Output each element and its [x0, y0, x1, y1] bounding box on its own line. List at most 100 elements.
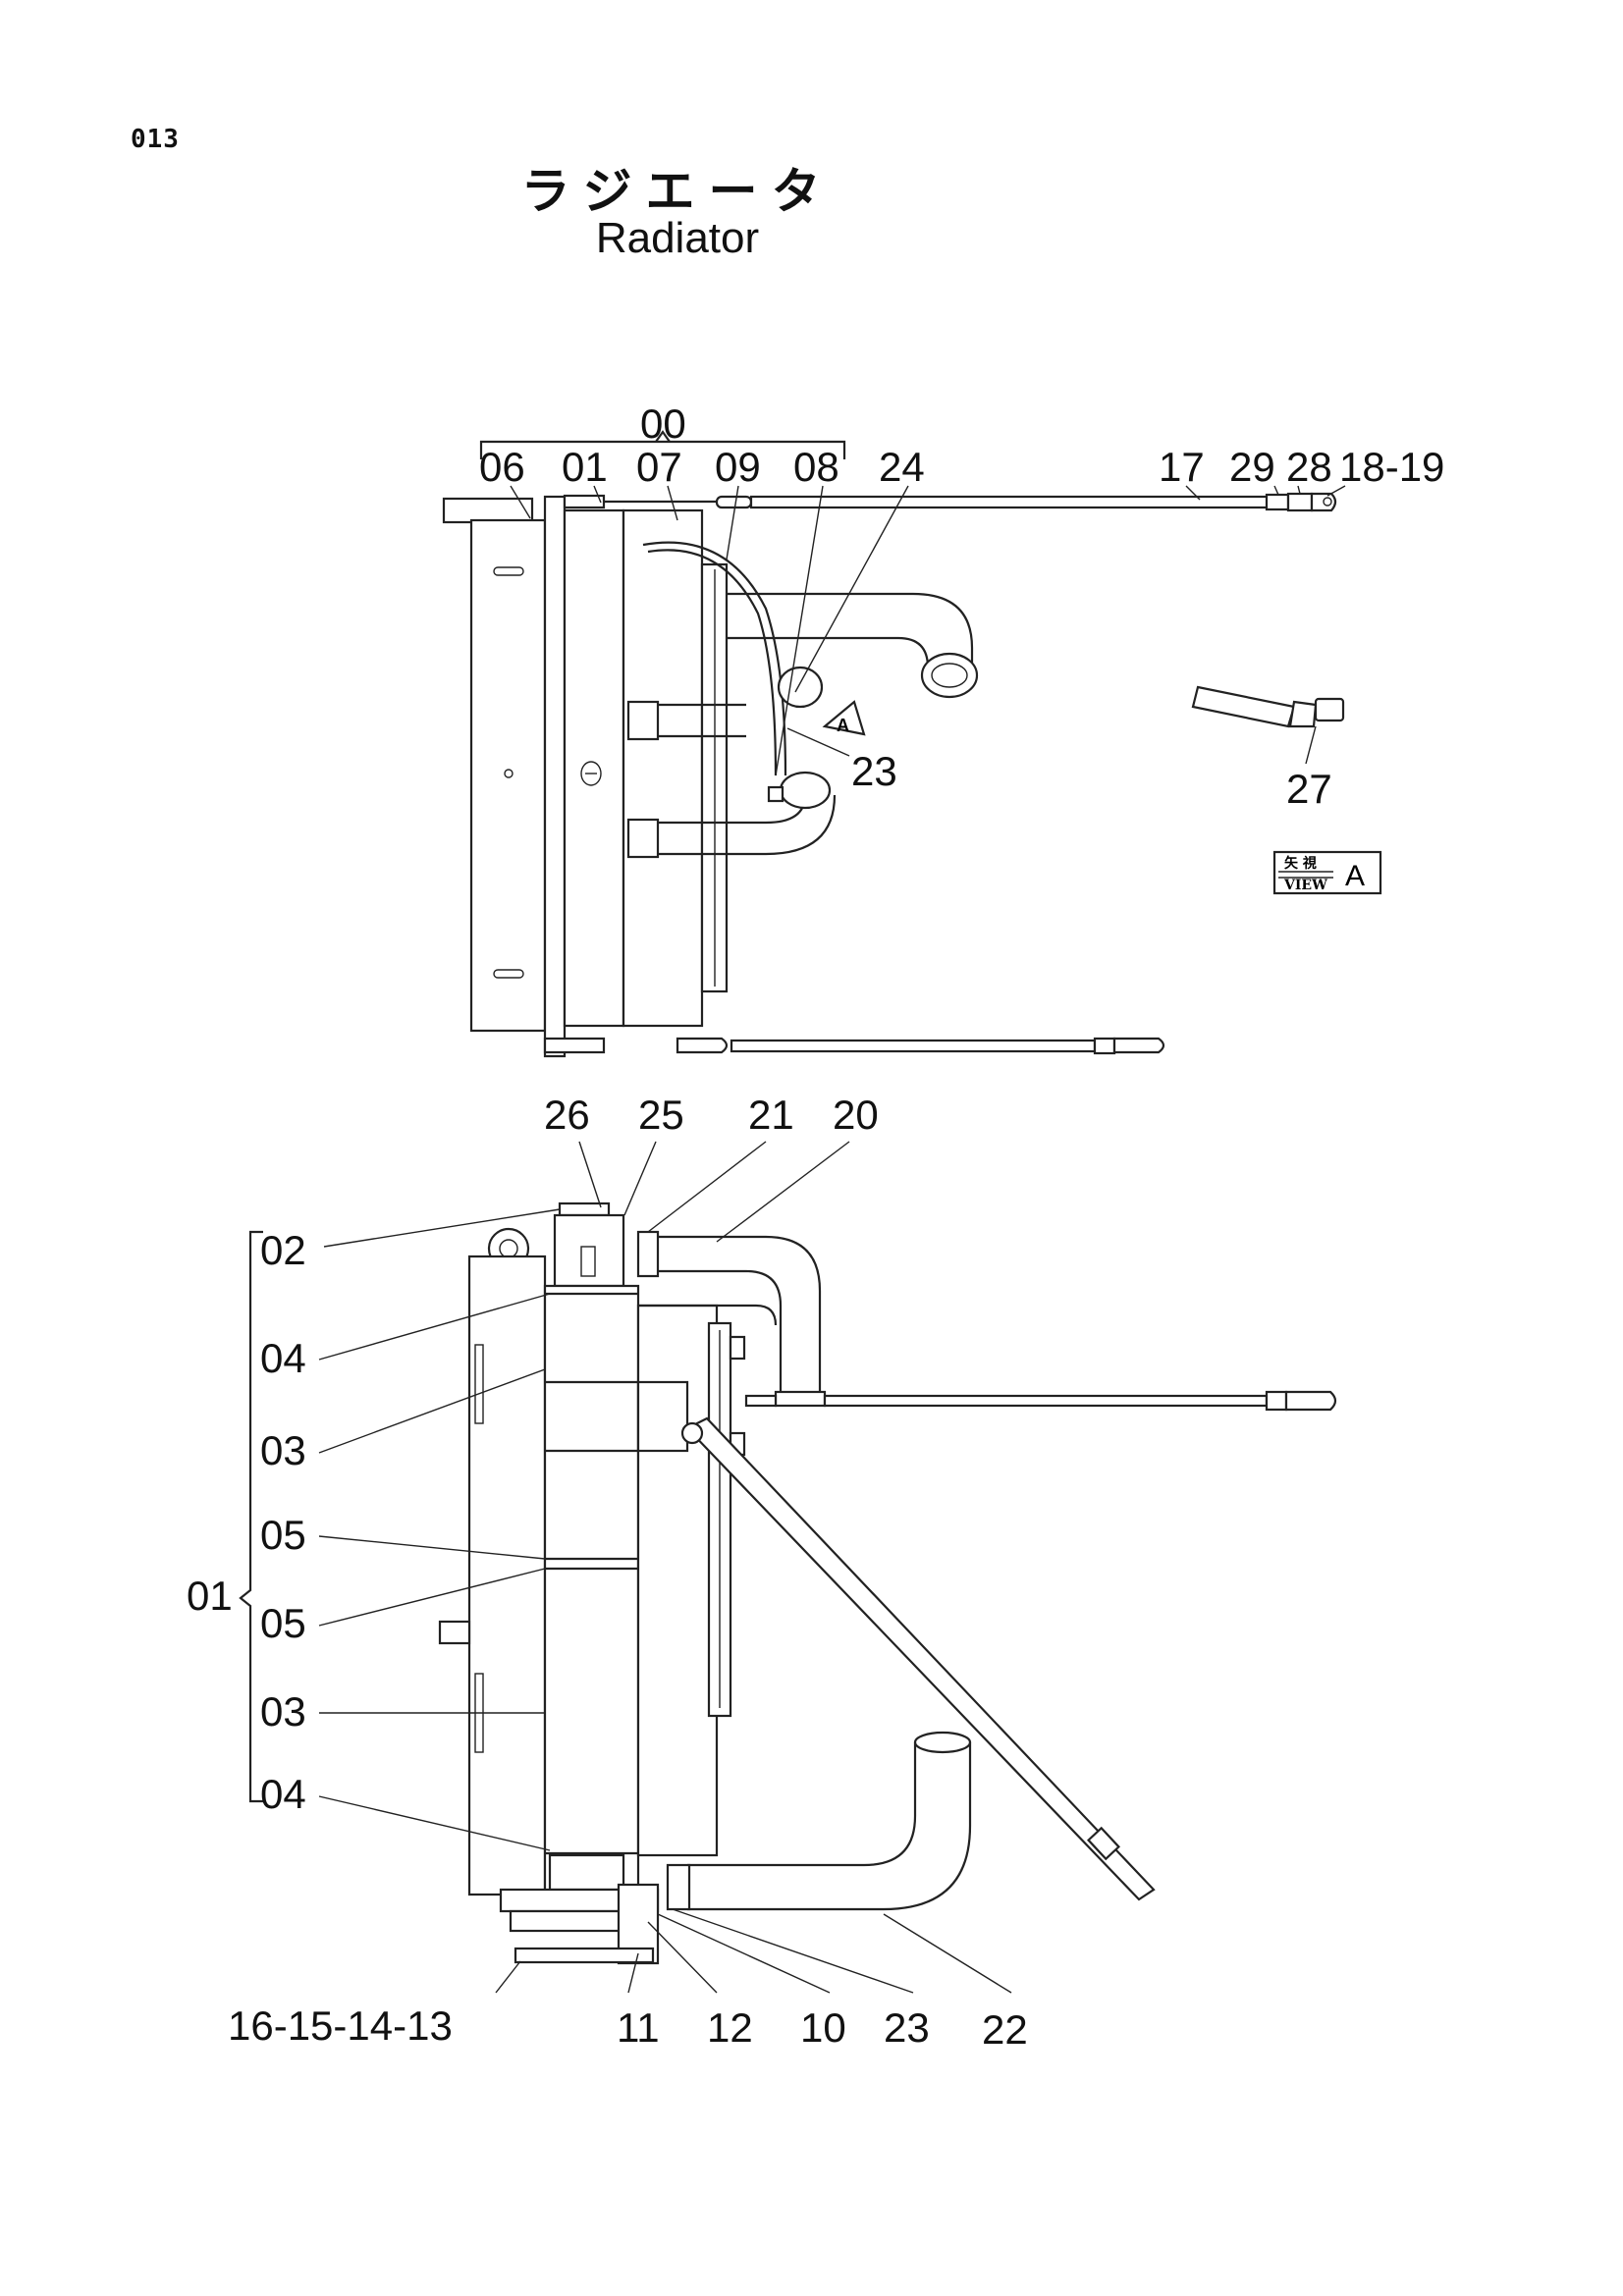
- view-label-jp: 矢 視: [1284, 855, 1317, 872]
- label-29: 29: [1229, 444, 1275, 490]
- upper-hose: [727, 592, 974, 667]
- bolt: [504, 769, 514, 778]
- rod-end-left: [715, 495, 753, 509]
- label-05-upper: 05: [260, 1512, 306, 1558]
- label-16-15-14-13: 16-15-14-13: [228, 2002, 453, 2049]
- shroud-panel: [469, 518, 547, 1033]
- side-tie-rod: [823, 1394, 1269, 1408]
- label-24: 24: [879, 444, 925, 490]
- label-01-group: 01: [187, 1573, 233, 1619]
- label-04-upper: 04: [260, 1335, 306, 1381]
- rod-nut-bottom: [1093, 1037, 1116, 1055]
- rod-mount-side: [744, 1394, 778, 1408]
- label-06: 06: [479, 444, 525, 490]
- label-23-top: 23: [851, 748, 897, 794]
- title-japanese: ラジエータ: [520, 163, 835, 220]
- clevis-pin: [1323, 497, 1332, 507]
- label-03-lower: 03: [260, 1688, 306, 1735]
- label-28: 28: [1286, 444, 1332, 490]
- label-22: 22: [982, 2006, 1028, 2053]
- view-a-label-box: 矢 視 VIEW A: [1272, 850, 1382, 895]
- side-rod-clevis: [1284, 1390, 1337, 1412]
- tie-rod-bottom: [730, 1039, 1097, 1053]
- upper-hose-inner: [727, 636, 930, 677]
- radiator-core: [563, 508, 625, 1028]
- group-brace-00: [479, 440, 846, 459]
- rod-nut-29: [1265, 493, 1290, 511]
- neck-slot: [580, 1246, 596, 1277]
- diagonal-stay-rod: [685, 1416, 1156, 1901]
- label-26: 26: [544, 1092, 590, 1138]
- label-01: 01: [562, 444, 608, 490]
- group-brace-01: [239, 1230, 263, 1803]
- lower-hose-22: [687, 1742, 972, 1911]
- fitting: [767, 785, 784, 803]
- label-08: 08: [793, 444, 839, 490]
- title-english: Radiator: [595, 214, 760, 262]
- radiator-tank-column: [543, 1284, 640, 1896]
- view-label-en: VIEW: [1283, 878, 1327, 893]
- top-bracket: [442, 497, 534, 524]
- detail-27: [1191, 685, 1345, 765]
- view-a-arrow: A: [822, 700, 866, 736]
- hose-lower-edge: [638, 1304, 778, 1326]
- filler-neck: [553, 1213, 625, 1288]
- side-leaders: [318, 1141, 1012, 1994]
- slot-upper: [493, 566, 524, 576]
- mount-base: [514, 1947, 655, 1964]
- drain-plug: [580, 761, 602, 786]
- rod-clevis-left: [676, 1037, 729, 1054]
- hose-clamp-21: [636, 1230, 660, 1278]
- label-03-upper: 03: [260, 1427, 306, 1473]
- label-21: 21: [748, 1092, 794, 1138]
- stay-rod-eye: [680, 1421, 704, 1445]
- shroud-slot-1: [474, 1344, 484, 1424]
- hose-elbow-lower: [779, 771, 832, 810]
- lower-hose-22-inner: [687, 1742, 917, 1867]
- label-05-lower: 05: [260, 1600, 306, 1646]
- page-number: 013: [131, 125, 180, 154]
- rod-nut-28: [1286, 492, 1314, 512]
- label-09: 09: [715, 444, 761, 490]
- slot-lower: [493, 969, 524, 979]
- label-10: 10: [800, 2004, 846, 2051]
- label-07: 07: [636, 444, 682, 490]
- upper-hose-20-inner: [658, 1269, 783, 1399]
- rod-mount-top: [563, 494, 606, 509]
- label-04-lower: 04: [260, 1771, 306, 1817]
- rod-mount-bottom: [543, 1037, 606, 1054]
- label-25: 25: [638, 1092, 684, 1138]
- lower-hose-inlet: [913, 1731, 972, 1754]
- shroud-bolt-1: [729, 1335, 746, 1361]
- view-arrow-letter: A: [837, 716, 849, 735]
- label-12: 12: [707, 2004, 753, 2051]
- top-view: A 矢 視 VIEW A: [442, 400, 1444, 1058]
- label-00: 00: [640, 400, 686, 447]
- hose-elbow-upper: [777, 666, 824, 709]
- lower-hose-upper: [658, 703, 746, 738]
- label-27: 27: [1286, 766, 1332, 812]
- upper-hose-20: [658, 1235, 822, 1399]
- side-shroud: [467, 1255, 547, 1896]
- brace-tip: [655, 430, 671, 443]
- hose-clamp-2: [626, 818, 660, 859]
- top-leaders: [510, 485, 1346, 776]
- rod-clevis-right: [1112, 1037, 1165, 1054]
- lower-hose-clamp: [666, 1863, 691, 1911]
- cooler-header: [636, 1380, 689, 1453]
- side-tab: [438, 1620, 471, 1645]
- side-view: 26 25 21 20 02 04 03 05 01 05 03 04 16-1…: [187, 1092, 1337, 2053]
- tie-rod-top: [749, 495, 1273, 509]
- lower-tank-outlet: [548, 1853, 625, 1892]
- filler-cap: [558, 1201, 611, 1217]
- core-side-plate: [543, 495, 567, 1058]
- hose-clamp-1: [626, 700, 660, 741]
- hose-outlet-inner: [931, 663, 968, 688]
- view-label-letter: A: [1345, 860, 1365, 892]
- oil-cooler: [622, 508, 704, 1028]
- side-rod-nut: [1265, 1390, 1288, 1412]
- stay-rod-nut: [1086, 1826, 1121, 1861]
- hose-outlet: [920, 652, 979, 699]
- hose-end-fitting: [774, 1390, 827, 1408]
